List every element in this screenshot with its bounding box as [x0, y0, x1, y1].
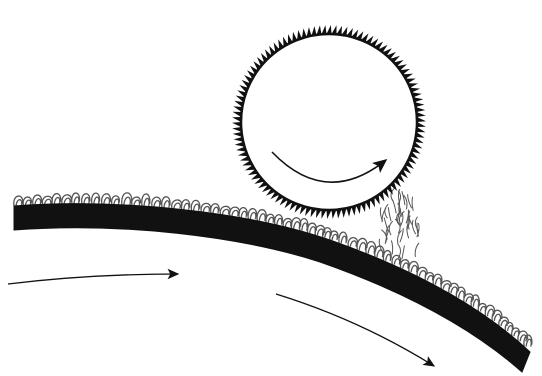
- fibre-strand: [412, 197, 413, 211]
- fibre-strand: [402, 191, 405, 205]
- fibre-tuft: [348, 238, 358, 247]
- fibre-tuft: [275, 215, 283, 225]
- fibre-tuft: [142, 194, 150, 206]
- fibre-strand: [400, 228, 403, 242]
- fibre-tuft: [191, 200, 199, 210]
- belt-flow-arrow-left: [8, 274, 178, 284]
- fibre-tuft: [122, 193, 132, 205]
- fibre-tuft: [102, 194, 111, 204]
- fibre-tuft: [42, 196, 52, 204]
- fibre-strand: [391, 240, 392, 254]
- fibre-tuft: [14, 196, 23, 206]
- fibre-tuft: [152, 197, 161, 207]
- fibre-tuft: [383, 251, 391, 261]
- fibre-tuft: [220, 206, 230, 214]
- belt-flow-arrow-right: [276, 294, 434, 366]
- fibre-tuft: [52, 194, 61, 204]
- fibre-tuft: [132, 197, 141, 205]
- fibre-strand: [385, 204, 388, 218]
- fibre-tuft: [339, 232, 347, 243]
- fibre-tuft: [400, 260, 409, 269]
- fibre-strand: [389, 221, 393, 235]
- fibre-tuft: [499, 317, 509, 326]
- fibre-tuft: [201, 203, 211, 211]
- fibre-tuft: [23, 197, 31, 205]
- fibre-tuft: [257, 210, 266, 221]
- fibre-tuft: [239, 208, 247, 218]
- fibre-tuft: [172, 200, 182, 209]
- fibre-tuft: [433, 274, 442, 284]
- fibre-tuft: [33, 195, 42, 205]
- fibre-tuft: [162, 197, 170, 208]
- fibre-tuft: [82, 194, 90, 204]
- fibre-strand: [392, 199, 396, 213]
- fibre-tuft: [505, 322, 513, 331]
- fibre-tuft: [283, 219, 292, 227]
- fibre-strand: [384, 218, 388, 232]
- fibre-tuft: [92, 193, 100, 204]
- fibre-tuft: [266, 214, 274, 222]
- toothed-roller: [241, 34, 417, 210]
- fibre-tuft: [62, 195, 72, 204]
- fibre-strand: [415, 243, 419, 257]
- fibre-tuft: [409, 262, 418, 273]
- fibre-strand: [408, 194, 412, 208]
- fibre-tuft: [230, 207, 240, 216]
- fibre-strand: [388, 207, 391, 221]
- fibre-tuft: [248, 209, 257, 219]
- fibre-tuft: [112, 196, 120, 205]
- fibre-tuft: [425, 273, 434, 281]
- fibre-tuft: [211, 204, 219, 213]
- fibre-strand: [402, 245, 405, 259]
- fibre-tuft: [182, 200, 190, 210]
- fibre-tuft: [72, 193, 80, 204]
